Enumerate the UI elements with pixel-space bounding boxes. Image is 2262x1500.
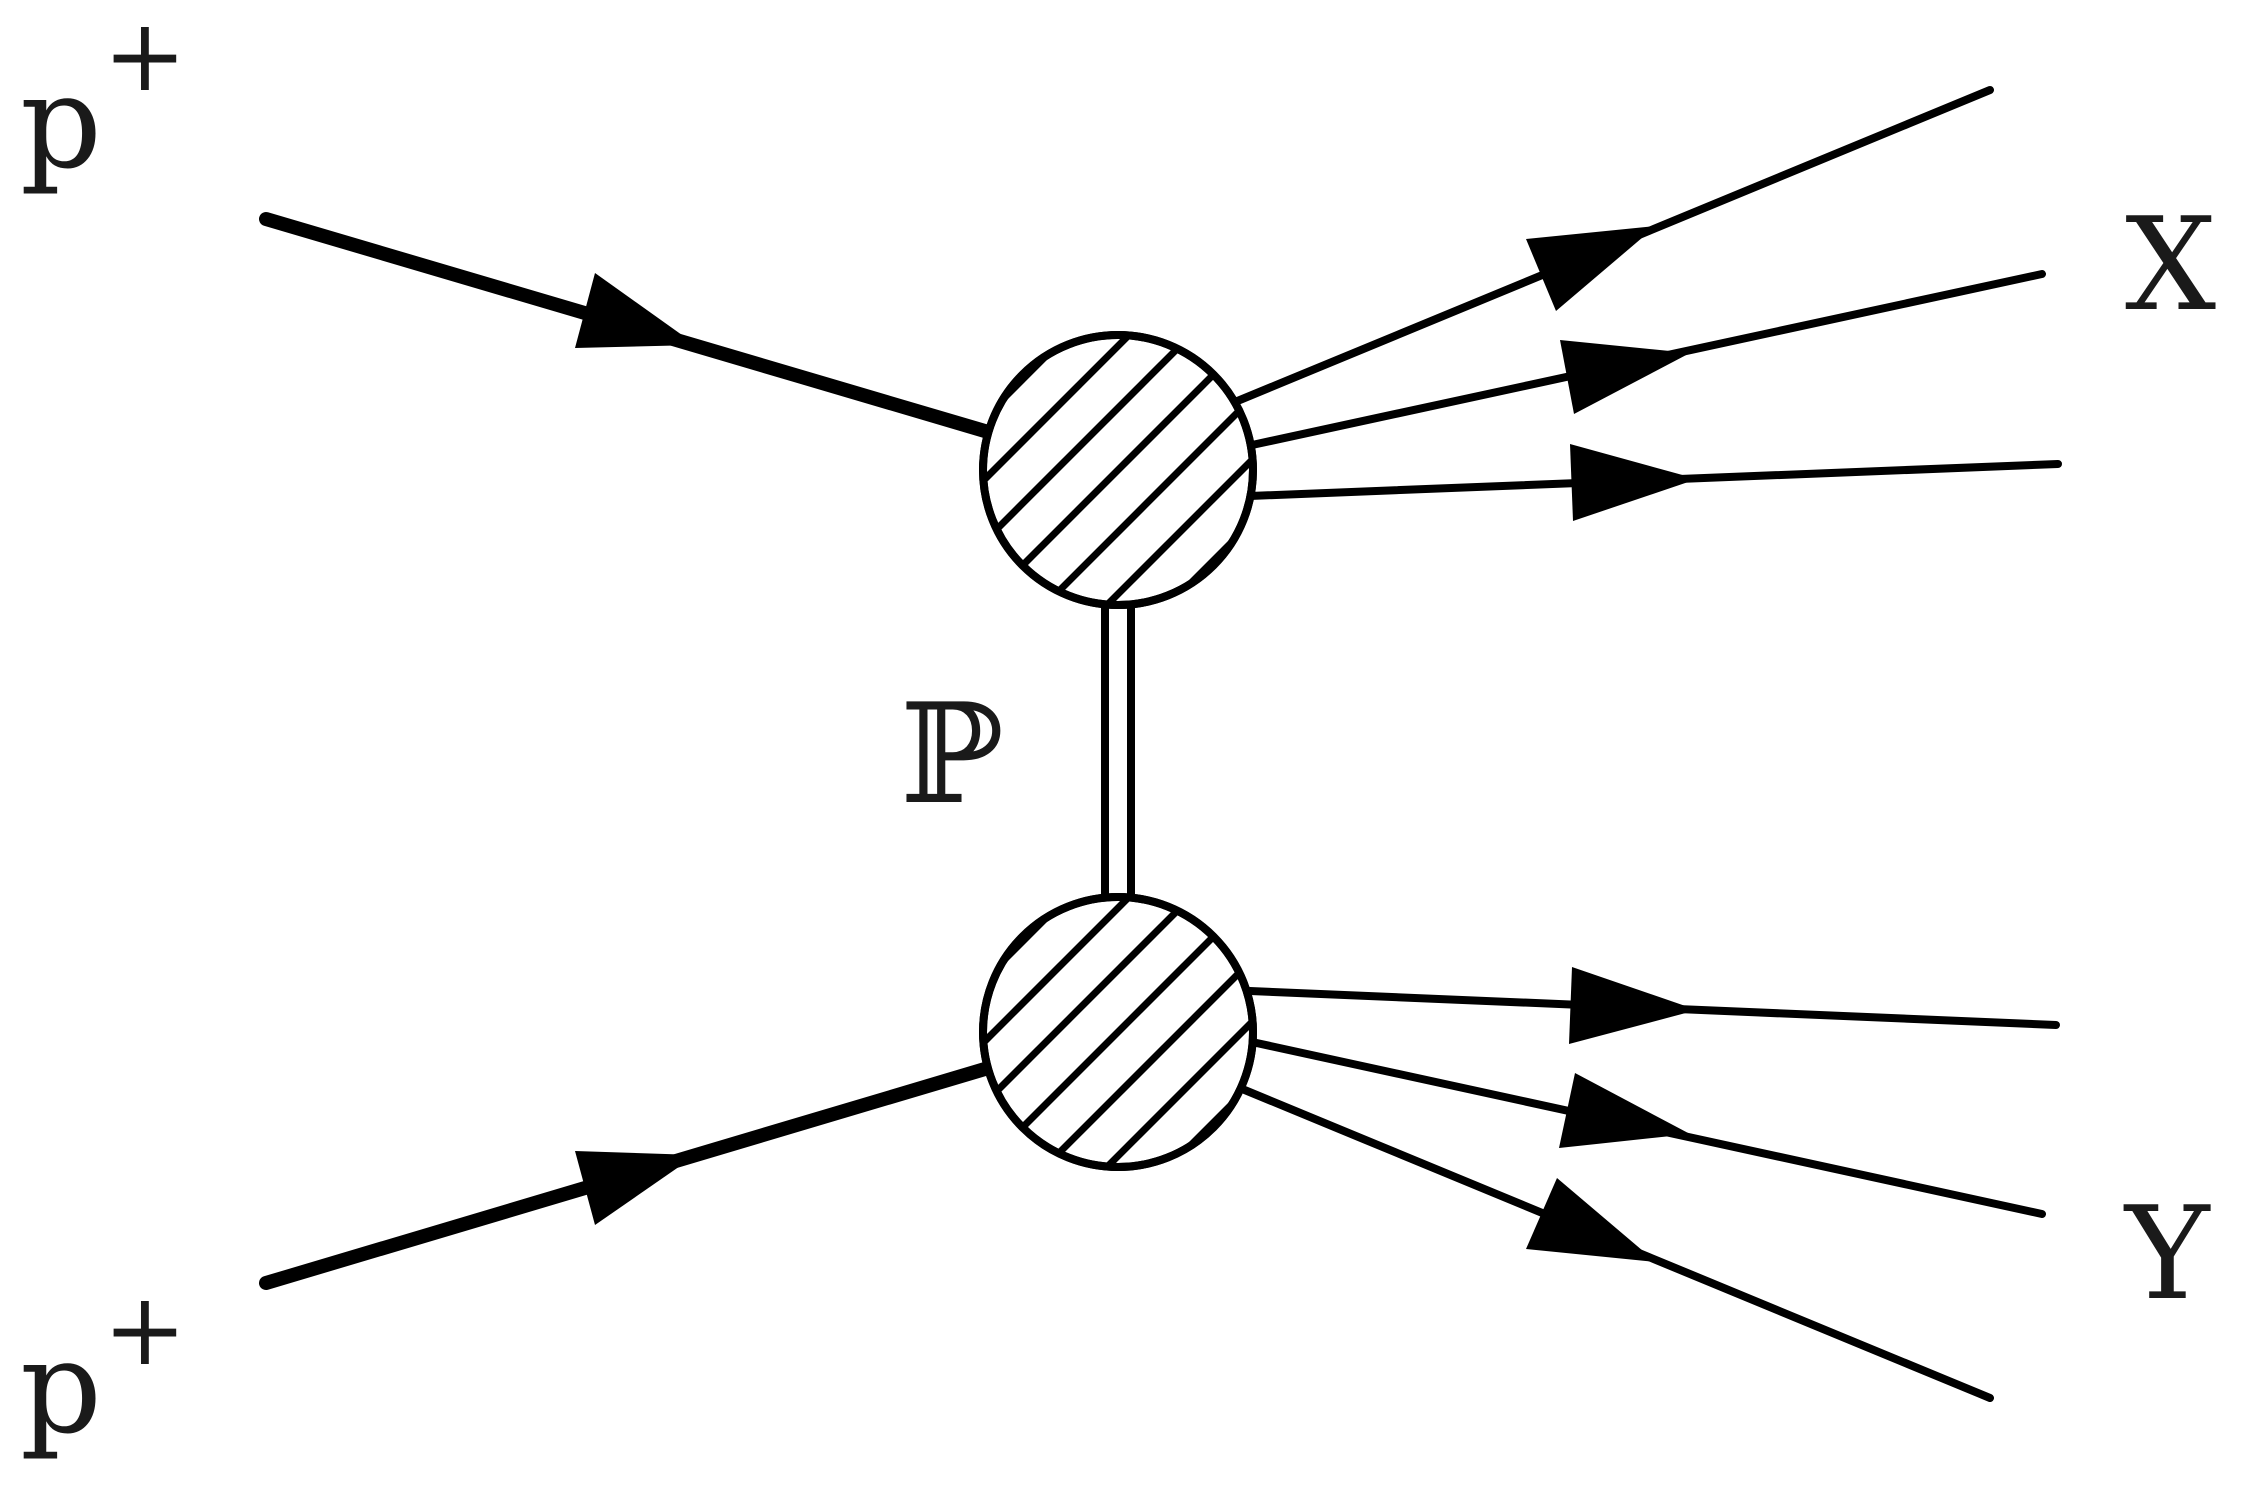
outgoing-y-arrow-3 [1526, 1178, 1656, 1262]
pomeron-label: ℙ [900, 674, 1004, 835]
vertex-top-hatch-line [1022, 374, 1253, 605]
incoming-proton-top-arrow [575, 273, 696, 348]
proton-top-label: p [20, 49, 102, 198]
vertex-bottom-hatch-line [1022, 936, 1253, 1167]
vertex-bottom-hatch-line [1177, 1091, 1253, 1167]
vertex-top-hatch-line [983, 335, 1214, 566]
proton-bottom-label: p [20, 1314, 102, 1463]
outgoing-y-arrow-1 [1569, 967, 1697, 1044]
vertex-top-hatch-line [983, 335, 1059, 411]
incoming-proton-bottom-arrow [575, 1151, 696, 1225]
vertex-blob-bottom [979, 893, 1257, 1171]
outgoing-x-arrow-2 [1560, 340, 1690, 414]
outgoing-x-arrow-3 [1570, 444, 1697, 521]
vertex-bottom-hatch-line [983, 897, 1214, 1128]
vertex-top-hatch-line [1177, 529, 1253, 605]
outgoing-x-arrow-1 [1526, 226, 1656, 311]
outgoing-y-arrow-2 [1559, 1073, 1690, 1148]
proton-bottom-charge: + [103, 1271, 187, 1388]
vertex-blob-top [979, 331, 1257, 609]
proton-top-charge: + [103, 0, 187, 114]
system-y-label: Y [2123, 1180, 2211, 1329]
system-x-label: X [2125, 191, 2216, 340]
